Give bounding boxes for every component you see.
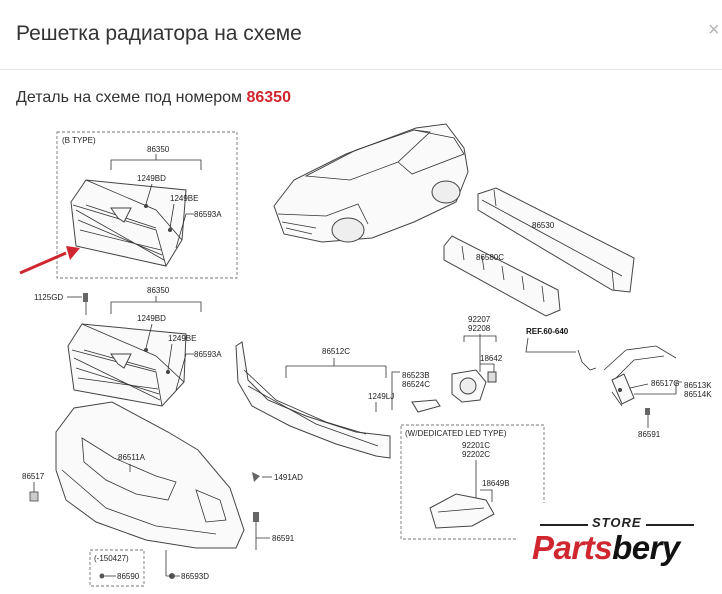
car-illustration <box>273 123 469 243</box>
label-date-range: (-150427) <box>94 554 129 563</box>
label-92202c: 92202C <box>462 450 490 459</box>
modal-header: Решетка радиатора на схеме × <box>0 0 722 70</box>
label-92207: 92207 <box>468 315 491 324</box>
grille-main <box>67 323 187 407</box>
label-86593d: 86593D <box>181 572 209 581</box>
label-86530: 86530 <box>532 221 555 230</box>
fender-liner <box>577 345 677 379</box>
label-86523b: 86523B <box>402 371 430 380</box>
label-86580c: 86580C <box>476 253 504 262</box>
grille-b-type <box>70 179 187 267</box>
logo-name-part1: Parts <box>532 529 613 566</box>
modal-title: Решетка радиатора на схеме <box>16 22 302 45</box>
partsbery-logo: STORE Partsbery <box>518 503 718 593</box>
label-1249bd-a: 1249BD <box>137 174 166 183</box>
led-fog-lamp <box>429 493 495 529</box>
parts-diagram-svg: (B TYPE) 86350 1249BD 1249BE 86593A 1125… <box>19 123 712 587</box>
label-86511a: 86511A <box>118 453 146 462</box>
label-86591-b: 86591 <box>272 534 295 543</box>
logo-name-part2: bery <box>612 529 680 566</box>
label-led-type: (W/DEDICATED LED TYPE) <box>405 429 507 438</box>
label-86514k: 86514K <box>684 390 712 399</box>
lower-bumper-trim <box>235 341 391 459</box>
label-b-type: (B TYPE) <box>62 136 96 145</box>
side-bracket <box>611 373 635 407</box>
label-86513k: 86513K <box>684 381 712 390</box>
label-86517g: 86517G <box>651 379 679 388</box>
highlight-arrow <box>19 246 80 275</box>
label-1249be-a: 1249BE <box>170 194 198 203</box>
part-subtitle: Деталь на схеме под номером 86350 <box>16 89 291 107</box>
fog-lamp-cover <box>411 399 441 413</box>
label-86524c: 86524C <box>402 380 430 389</box>
label-1491ad: 1491AD <box>274 473 303 482</box>
logo-name: Partsbery <box>532 529 680 567</box>
label-86590: 86590 <box>117 572 140 581</box>
label-86593a-a: 86593A <box>194 210 222 219</box>
label-1125gd: 1125GD <box>34 293 63 302</box>
energy-absorber <box>443 235 561 317</box>
label-86517: 86517 <box>22 472 45 481</box>
label-92208: 92208 <box>468 324 491 333</box>
label-86593a-b: 86593A <box>194 350 222 359</box>
close-icon[interactable]: × <box>708 19 720 41</box>
label-86591-r: 86591 <box>638 430 661 439</box>
label-86350-a: 86350 <box>147 145 170 154</box>
front-bumper <box>55 401 245 549</box>
logo-store: STORE <box>592 515 642 530</box>
label-ref: REF.60-640 <box>526 327 569 336</box>
label-86512c: 86512C <box>322 347 350 356</box>
leader-86350-a <box>110 159 202 170</box>
label-1249lj: 1249LJ <box>368 392 394 401</box>
label-86350-b: 86350 <box>147 286 170 295</box>
led-type-box <box>400 424 545 540</box>
label-1249bd-b: 1249BD <box>137 314 166 323</box>
b-type-box <box>56 131 238 279</box>
parts-diagram: (B TYPE) 86350 1249BD 1249BE 86593A 1125… <box>16 110 722 594</box>
part-number: 86350 <box>246 89 291 106</box>
date-range-box <box>89 549 145 587</box>
label-18642: 18642 <box>480 354 503 363</box>
subtitle-prefix: Деталь на схеме под номером <box>16 89 243 106</box>
label-1249be-b: 1249BE <box>168 334 196 343</box>
label-92201c: 92201C <box>462 441 490 450</box>
bumper-beam <box>477 187 635 293</box>
fog-lamp-upper <box>451 369 497 403</box>
label-18649b: 18649B <box>482 479 510 488</box>
